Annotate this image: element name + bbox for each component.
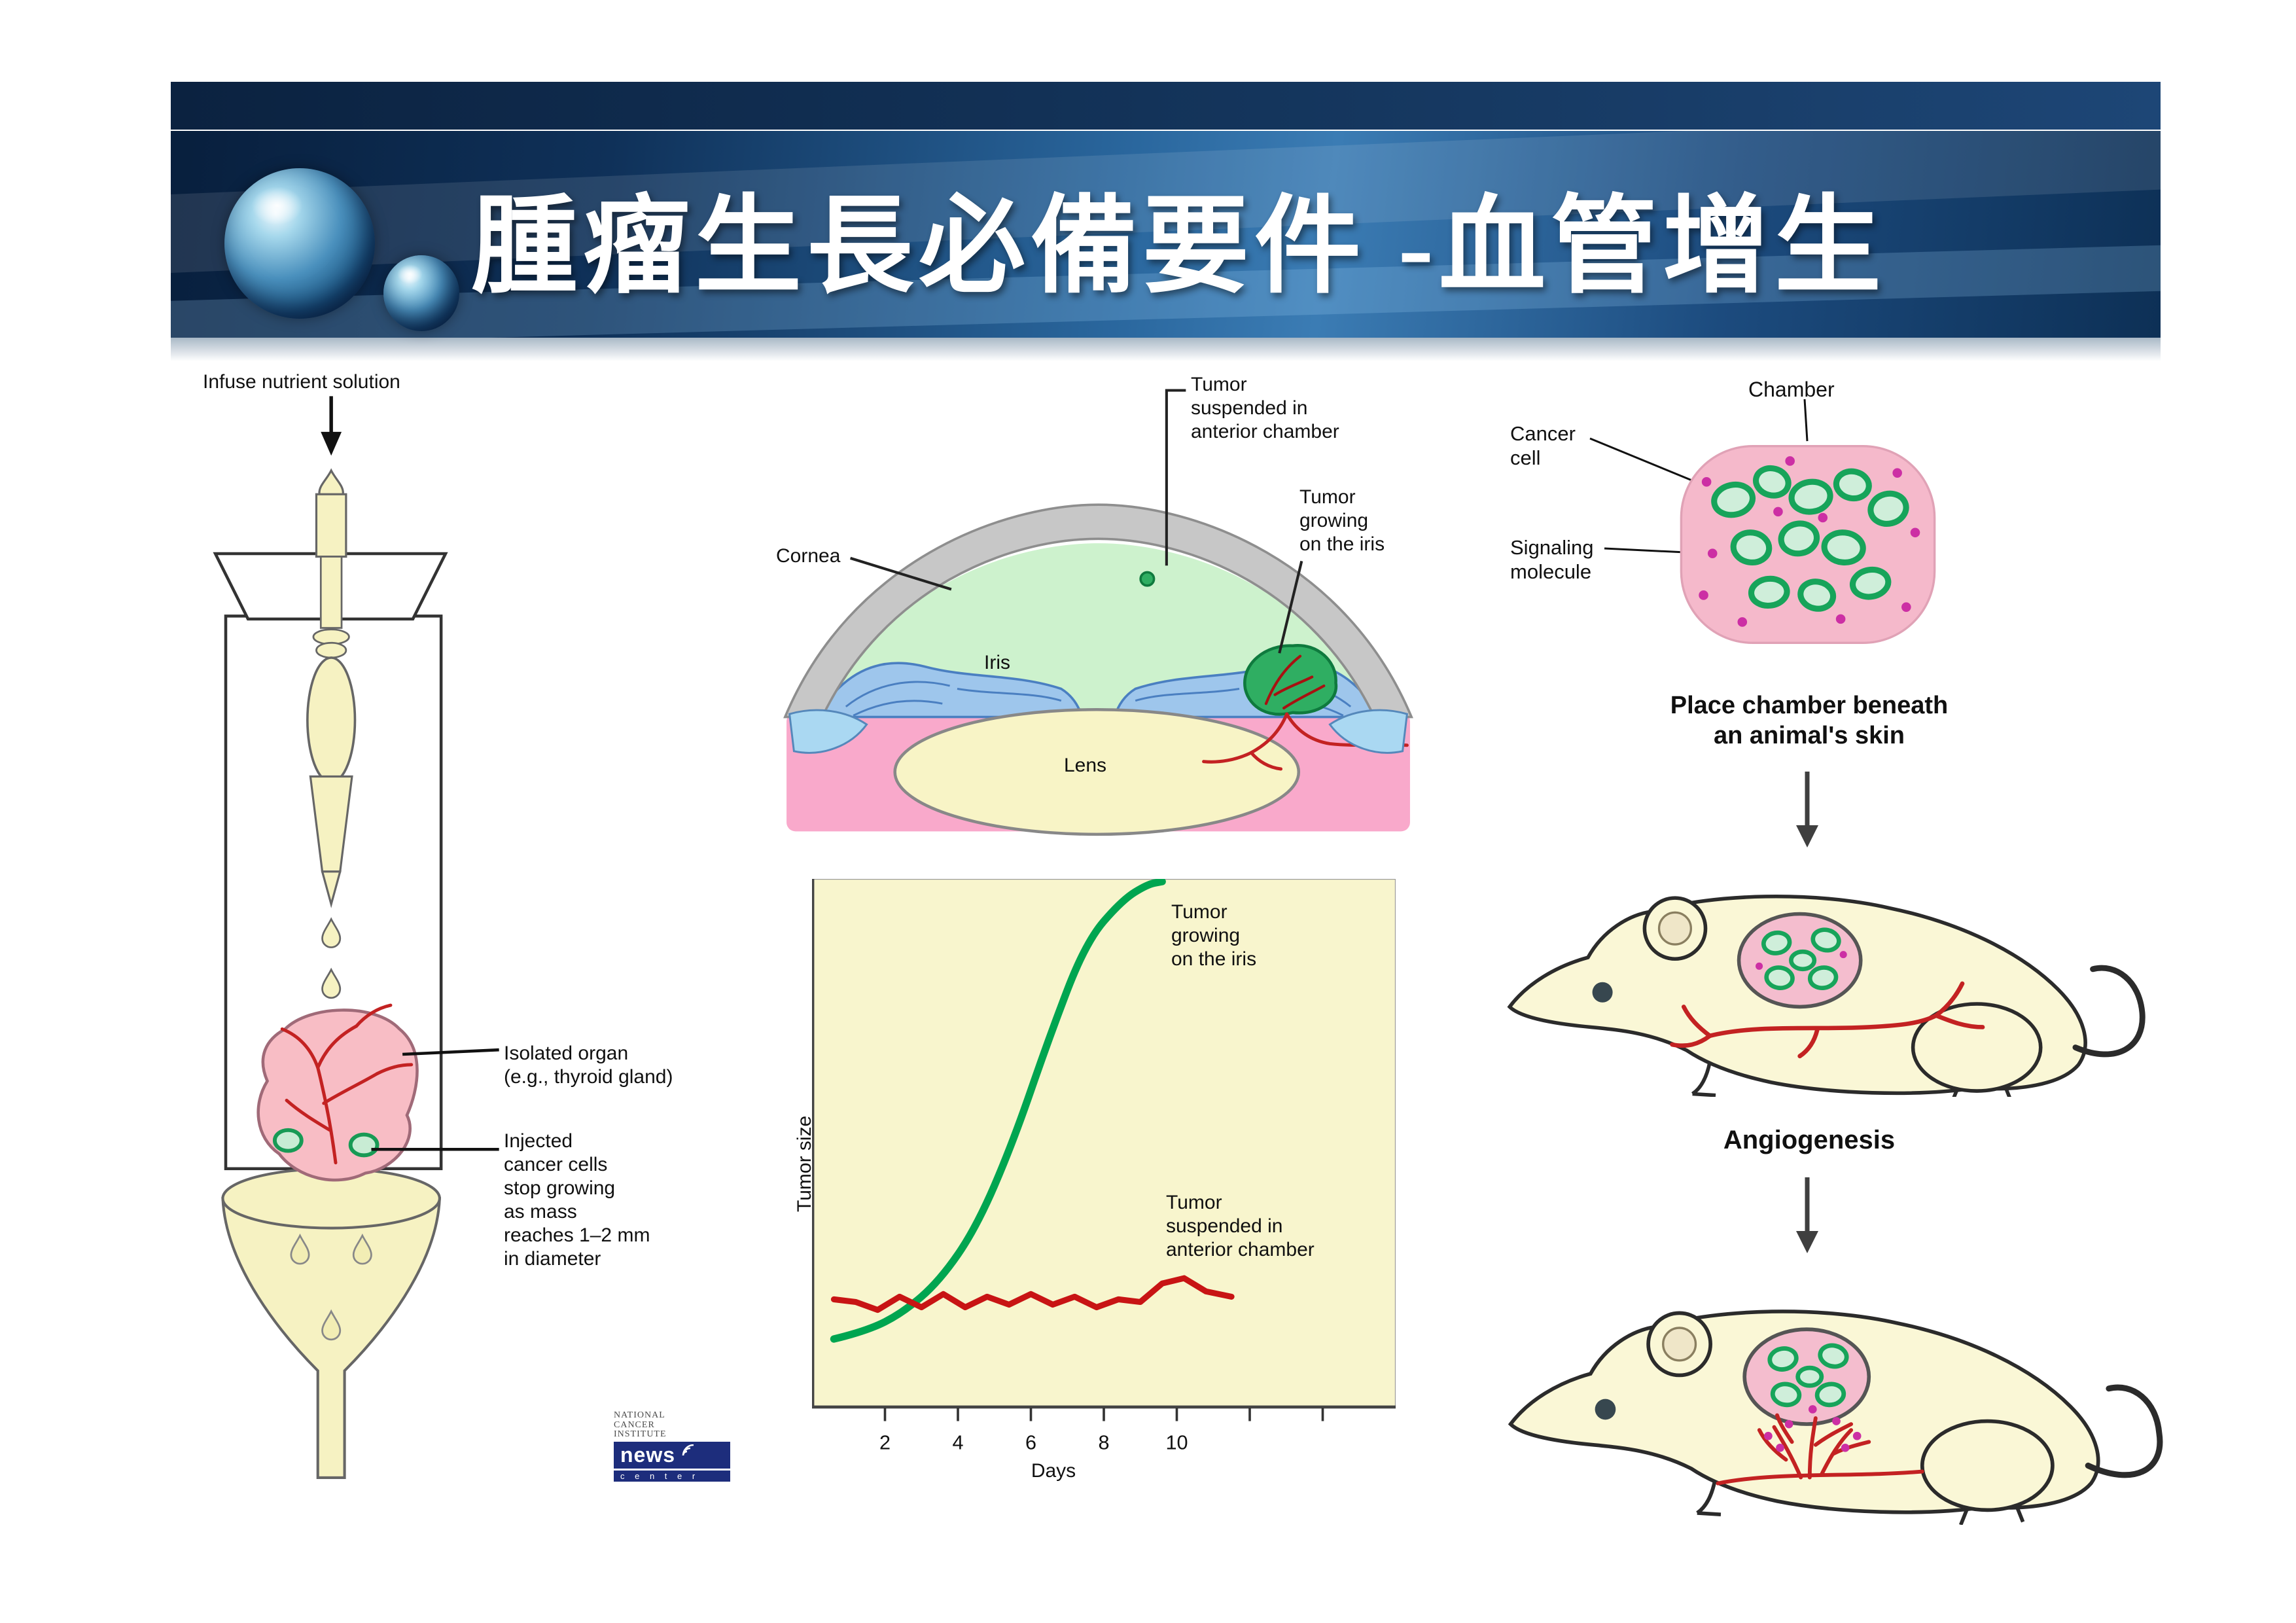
pointer-line [850, 556, 952, 591]
sclera-wedge [788, 709, 868, 754]
droplet-icon [352, 1233, 372, 1265]
pointer-line [402, 1048, 499, 1056]
cornea-label: Cornea [776, 545, 841, 567]
cancer-cell-label: Cancer cell [1510, 422, 1576, 470]
down-arrow-icon [321, 396, 342, 456]
down-arrow-icon [1796, 1177, 1818, 1253]
eye-diagram [783, 389, 1413, 836]
tumor-suspended-label: Tumor suspended in anterior chamber [1191, 374, 1339, 442]
cancer-cell-shape [348, 1132, 380, 1158]
signaling-molecule-label: Signaling molecule [1510, 536, 1594, 584]
radio-waves-icon [682, 1444, 694, 1455]
mouse-inner-ear [1657, 911, 1693, 946]
svg-text:8: 8 [1098, 1432, 1109, 1454]
svg-text:4: 4 [952, 1432, 963, 1454]
feed-tube [315, 493, 347, 558]
mouse-tail [2072, 965, 2146, 1058]
chart-y-axis-label: Tumor size [794, 1115, 815, 1212]
mouse-eye [1592, 982, 1613, 1003]
angiogenesis-label: Angiogenesis [1723, 1126, 1896, 1154]
nci-center-text: c e n t e r [614, 1471, 730, 1482]
header-banner [171, 131, 2161, 338]
nci-institute-text: NATIONAL CANCER INSTITUTE [614, 1410, 667, 1440]
joint [315, 641, 347, 659]
chart-annotation-suspended: Tumor suspended in anterior chamber [1166, 1192, 1315, 1260]
tumor-growing-label: Tumor growing on the iris [1299, 486, 1385, 555]
droplet-icon [321, 967, 342, 999]
nci-news-box: news [614, 1442, 730, 1469]
injected-cells-label: Injected cancer cells stop growing as ma… [504, 1130, 650, 1270]
lens-shape [893, 708, 1301, 836]
signal-dots [1764, 1405, 1862, 1452]
mouse-legs [1696, 1480, 2025, 1525]
signal-dot [1839, 951, 1847, 959]
down-arrow-icon [1796, 772, 1818, 847]
pointer-line [1278, 560, 1303, 654]
banner-shadow [171, 338, 2161, 361]
pointer-line [1165, 389, 1186, 566]
droplet-icon [321, 1309, 342, 1341]
tumor-growth-chart: 2 4 6 8 10 [812, 879, 1396, 1454]
blood-vessel [1670, 981, 1985, 1059]
tumor-vessels [1264, 654, 1326, 710]
mouse-eye [1595, 1399, 1616, 1420]
cancer-cell-shape [272, 1128, 304, 1153]
header-top-bar [171, 82, 2161, 130]
mouse-haunch [1920, 1419, 2055, 1512]
cornea-shape [783, 503, 1413, 719]
mouse-angiogenesis-diagram [1508, 1310, 2163, 1525]
svg-text:6: 6 [1025, 1432, 1036, 1454]
cancer-cells [1711, 465, 1909, 612]
organ-vessels [280, 1003, 414, 1165]
angiogenic-vessels [1716, 1413, 1924, 1486]
signal-dot [1756, 962, 1763, 970]
logo-sphere-small-icon [383, 255, 459, 331]
chart-x-axis-label: Days [1031, 1460, 1076, 1482]
dropper-tip [321, 870, 342, 908]
mouse-inner-ear [1662, 1327, 1697, 1362]
mouse-haunch [1911, 1002, 2043, 1093]
svg-text:10: 10 [1165, 1432, 1188, 1454]
mouse-tail [2085, 1384, 2163, 1478]
infuse-nutrient-label: Infuse nutrient solution [203, 371, 400, 393]
isolated-organ-label: Isolated organ (e.g., thyroid gland) [504, 1043, 673, 1088]
nci-logo: NATIONAL CANCER INSTITUTE news c e n t e… [614, 1410, 745, 1482]
logo-sphere-large-icon [224, 168, 375, 319]
feed-tube-inner [319, 556, 343, 629]
suspended-tumor-dot [1139, 571, 1156, 587]
apparatus-diagram [213, 396, 499, 1479]
droplet-icon [321, 917, 342, 948]
dropper-bulb [306, 656, 357, 784]
signaling-molecules [1699, 456, 1920, 627]
chamber-cells [1761, 927, 1841, 991]
sclera-wedge [1328, 709, 1409, 754]
chart-annotation-growing: Tumor growing on the iris [1171, 901, 1257, 970]
iris-label: Iris [984, 652, 1010, 673]
droplet-icon [290, 1233, 310, 1265]
chamber-cells [1767, 1343, 1849, 1408]
lens-label: Lens [1064, 755, 1107, 776]
nci-news-text: news [620, 1443, 676, 1467]
svg-text:2: 2 [879, 1432, 891, 1454]
chamber-label: Chamber [1748, 378, 1835, 401]
place-chamber-label: Place chamber beneath an animal's skin [1670, 692, 1949, 749]
mouse-legs [1691, 1061, 2011, 1097]
mouse-implant-diagram [1507, 895, 2146, 1097]
chamber-diagram [1680, 444, 1936, 645]
slide-title: 腫瘤生長必備要件 -血管增生 [471, 188, 1887, 306]
